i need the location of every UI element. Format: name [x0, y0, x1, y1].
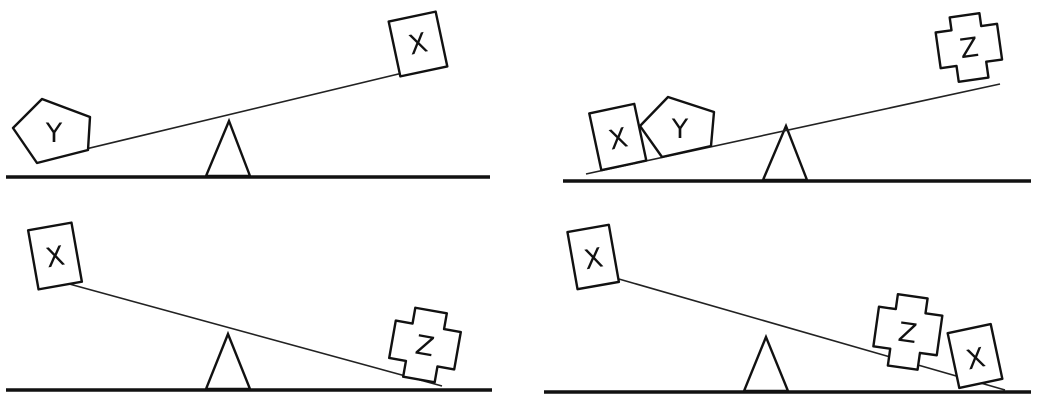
object-x-square: X — [28, 223, 82, 290]
fulcrum — [744, 337, 788, 391]
object-x-square: X — [567, 225, 618, 289]
panel-bottom-left: X Z — [6, 223, 492, 390]
object-x-square: X — [948, 324, 1003, 388]
object-x-square: X — [389, 12, 448, 77]
seesaw-beam — [62, 282, 442, 386]
object-x-square: X — [589, 104, 646, 170]
fulcrum — [206, 334, 250, 389]
panel-top-left: Y X — [6, 12, 490, 177]
panel-bottom-right: X Z X — [544, 225, 1031, 392]
object-label: Y — [45, 118, 63, 149]
panel-top-right: X Y Z — [563, 11, 1031, 181]
object-z-cross: Z — [871, 292, 944, 372]
fulcrum — [206, 121, 250, 176]
seesaw-beam — [605, 275, 1005, 390]
object-label: Y — [671, 114, 689, 145]
object-y-pentagon: Y — [640, 97, 714, 157]
object-y-pentagon: Y — [13, 99, 90, 163]
seesaw-beam — [40, 64, 440, 160]
object-z-cross: Z — [934, 11, 1004, 84]
